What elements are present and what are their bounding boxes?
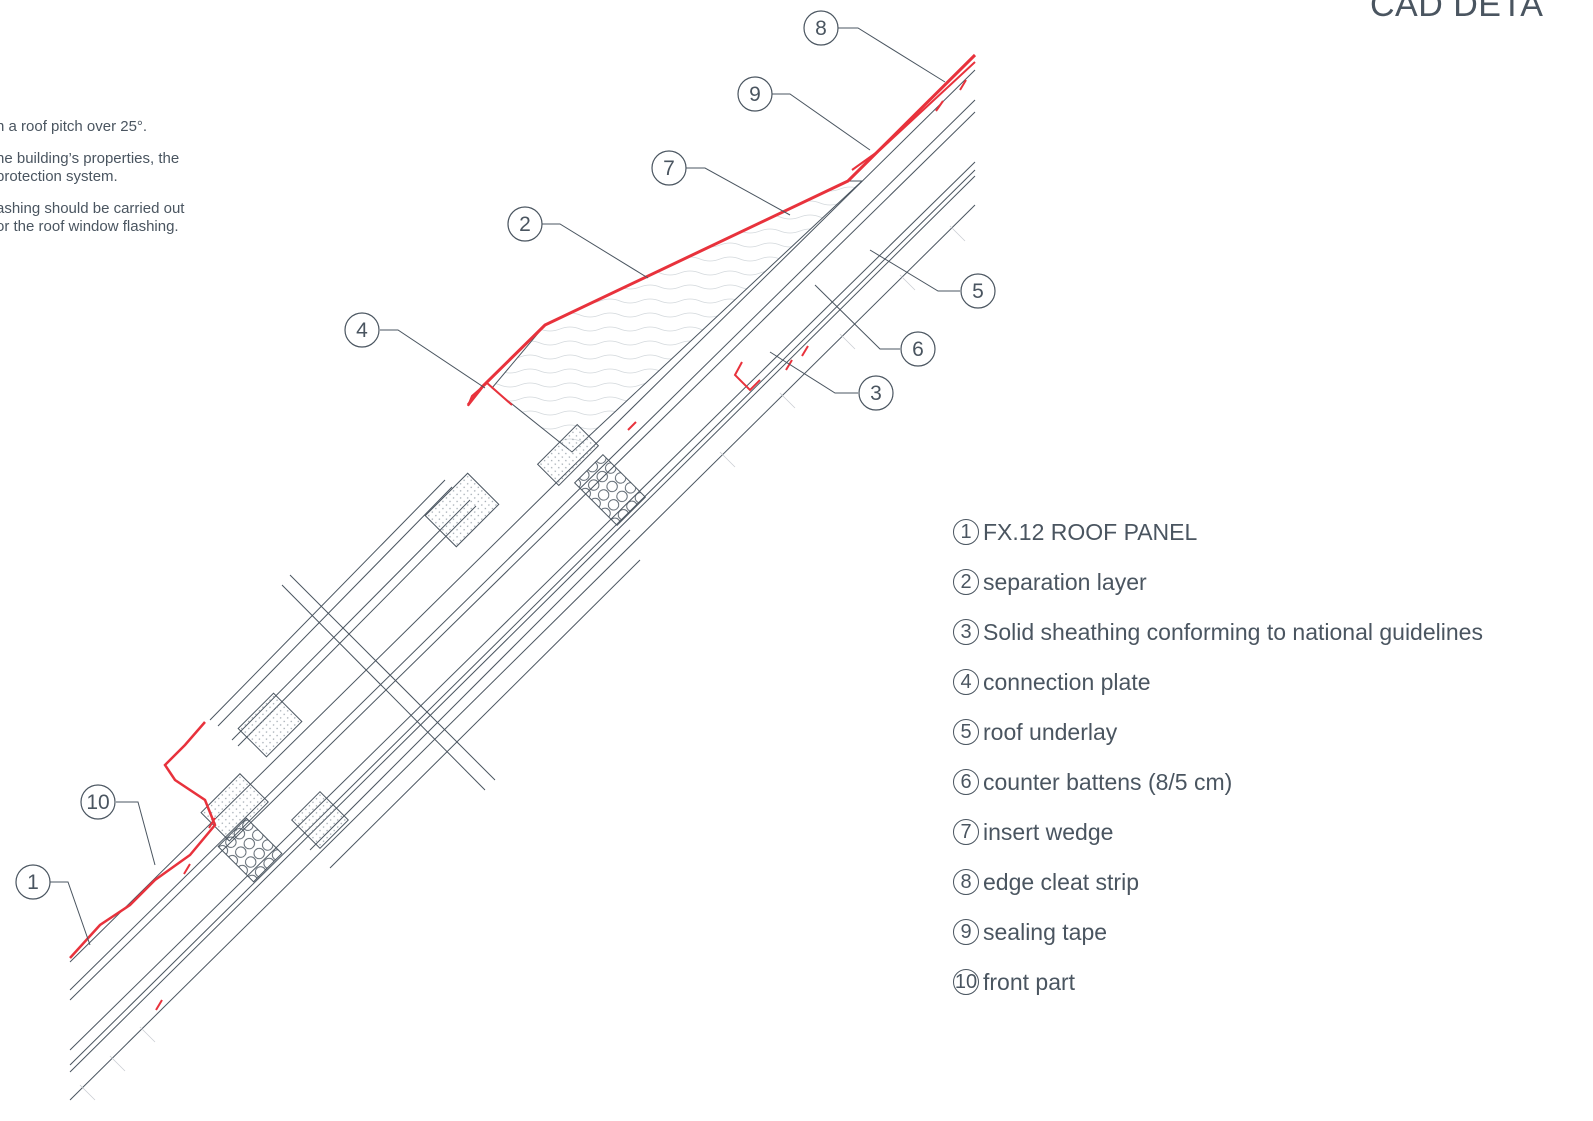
- callout-6: 6: [900, 331, 936, 367]
- legend-number: 5: [953, 719, 979, 745]
- legend-number: 1: [953, 519, 979, 545]
- sheathing-line-top: [69, 99, 976, 991]
- legend-label: insert wedge: [983, 818, 1114, 845]
- insert-wedge: [491, 180, 864, 453]
- callout-3: 3: [858, 375, 894, 411]
- svg-text:3: 3: [870, 382, 882, 405]
- legend-number: 2: [953, 569, 979, 595]
- callout-10: 10: [80, 784, 116, 820]
- sheathing-line-bottom: [69, 111, 976, 1001]
- drawing-title: CAD DETA: [1370, 0, 1544, 24]
- eave-clip: [733, 361, 761, 392]
- note-protection: he building’s properties, the protection…: [0, 150, 180, 185]
- legend-number: 4: [953, 669, 979, 695]
- underlay-line-2: [69, 175, 976, 1073]
- svg-text:10: 10: [86, 791, 109, 814]
- roof-panel-line: [69, 69, 976, 963]
- rafter-line: [69, 204, 976, 1101]
- legend-label: roof underlay: [983, 718, 1118, 745]
- legend-number: 6: [953, 769, 979, 795]
- note-flashing: ashing should be carried out or the roof…: [0, 200, 185, 235]
- legend-label: Solid sheathing conforming to national g…: [983, 618, 1483, 645]
- connection-plate: [467, 381, 513, 407]
- legend-label: connection plate: [983, 668, 1151, 695]
- legend-number: 9: [953, 919, 979, 945]
- legend-number: 10: [953, 969, 979, 995]
- underlay-line: [69, 169, 976, 1066]
- callout-2: 2: [507, 206, 543, 242]
- legend-number: 7: [953, 819, 979, 845]
- legend-label: FX.12 ROOF PANEL: [983, 518, 1198, 545]
- callout-9: 9: [737, 76, 773, 112]
- svg-text:6: 6: [912, 338, 924, 361]
- rafter-hatch: [79, 225, 966, 1101]
- legend-number: 8: [953, 869, 979, 895]
- legend-label: front part: [983, 968, 1076, 995]
- roof-layers: [69, 69, 976, 1101]
- svg-text:7: 7: [663, 157, 675, 180]
- legend-label: counter battens (8/5 cm): [983, 768, 1233, 795]
- front-part-flashing: [69, 721, 217, 959]
- notes-block: n a roof pitch over 25°. he building’s p…: [0, 118, 266, 250]
- legend-label: sealing tape: [983, 918, 1108, 945]
- svg-text:5: 5: [972, 280, 984, 303]
- callout-8: 8: [803, 10, 839, 46]
- svg-text:2: 2: [519, 213, 531, 236]
- sealing-tape-upper: [851, 61, 976, 171]
- insulation-lower: [217, 817, 283, 883]
- legend-label: separation layer: [983, 568, 1147, 595]
- leader-lines: [50, 27, 960, 946]
- svg-text:8: 8: [815, 17, 827, 40]
- callout-7: 7: [651, 150, 687, 186]
- callout-4: 4: [344, 312, 380, 348]
- legend-number: 3: [953, 619, 979, 645]
- legend-label: edge cleat strip: [983, 868, 1139, 895]
- window-frame: [200, 423, 641, 869]
- batten-line-top: [69, 161, 976, 1051]
- note-pitch: n a roof pitch over 25°.: [0, 118, 148, 135]
- callout-5: 5: [960, 273, 996, 309]
- svg-text:9: 9: [749, 83, 761, 106]
- svg-text:1: 1: [27, 871, 39, 894]
- svg-text:4: 4: [356, 319, 368, 342]
- callout-1: 1: [15, 864, 51, 900]
- separation-layer-upper: [466, 53, 977, 406]
- insulation-upper: [573, 453, 647, 527]
- fixings: [155, 79, 967, 1011]
